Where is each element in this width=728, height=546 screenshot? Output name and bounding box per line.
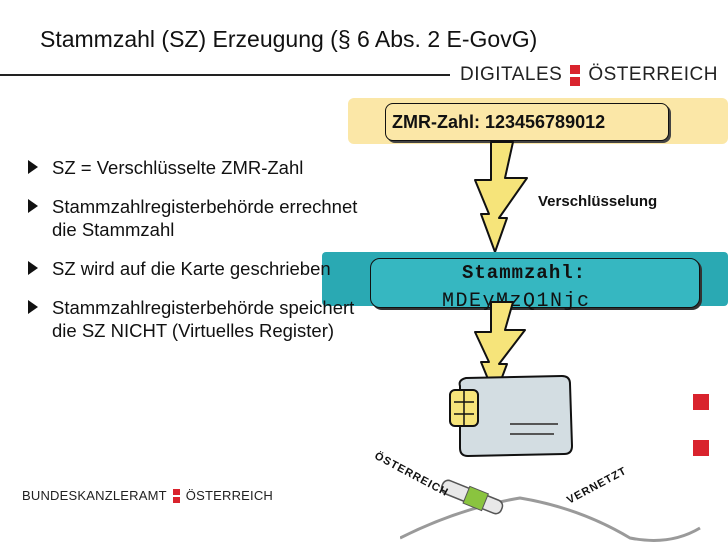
logo-bottom-left: BUNDESKANZLERAMT [22, 488, 167, 503]
bullet-text: Stammzahlregisterbehörde errechnet die S… [52, 196, 357, 240]
bullet-text: SZ wird auf die Karte geschrieben [52, 258, 331, 279]
smart-card-icon [440, 368, 580, 468]
red-square-decoration [693, 394, 709, 410]
digitales-oesterreich-logo: DIGITALES ÖSTERREICH [460, 60, 718, 90]
bullet-triangle-icon [28, 261, 38, 275]
bullet-list: SZ = Verschlüsselte ZMR-Zahl Stammzahlre… [28, 156, 358, 358]
encryption-label: Verschlüsselung [538, 193, 657, 210]
bullet-item: SZ = Verschlüsselte ZMR-Zahl [28, 156, 358, 179]
austria-flag-icon [570, 65, 580, 86]
logo-top-left: DIGITALES [460, 64, 562, 86]
logo-bottom-right: ÖSTERREICH [186, 488, 273, 503]
logo-top-right: ÖSTERREICH [588, 64, 718, 86]
zmr-number-label: ZMR-Zahl: 123456789012 [392, 112, 605, 133]
bullet-triangle-icon [28, 199, 38, 213]
bullet-item: SZ wird auf die Karte geschrieben [28, 257, 358, 280]
title-underline [0, 74, 450, 76]
bullet-text: SZ = Verschlüsselte ZMR-Zahl [52, 157, 303, 178]
red-square-decoration [693, 440, 709, 456]
stammzahl-label: Stammzahl: [462, 262, 586, 284]
bullet-item: Stammzahlregisterbehörde speichert die S… [28, 296, 358, 342]
usb-cable-icon [400, 468, 710, 546]
bullet-item: Stammzahlregisterbehörde errechnet die S… [28, 195, 358, 241]
bundeskanzleramt-logo: BUNDESKANZLERAMT ÖSTERREICH [22, 488, 273, 503]
slide-title: Stammzahl (SZ) Erzeugung (§ 6 Abs. 2 E-G… [40, 26, 537, 53]
bullet-text: Stammzahlregisterbehörde speichert die S… [52, 297, 354, 341]
austria-flag-icon [173, 489, 180, 503]
bullet-triangle-icon [28, 160, 38, 174]
bullet-triangle-icon [28, 300, 38, 314]
